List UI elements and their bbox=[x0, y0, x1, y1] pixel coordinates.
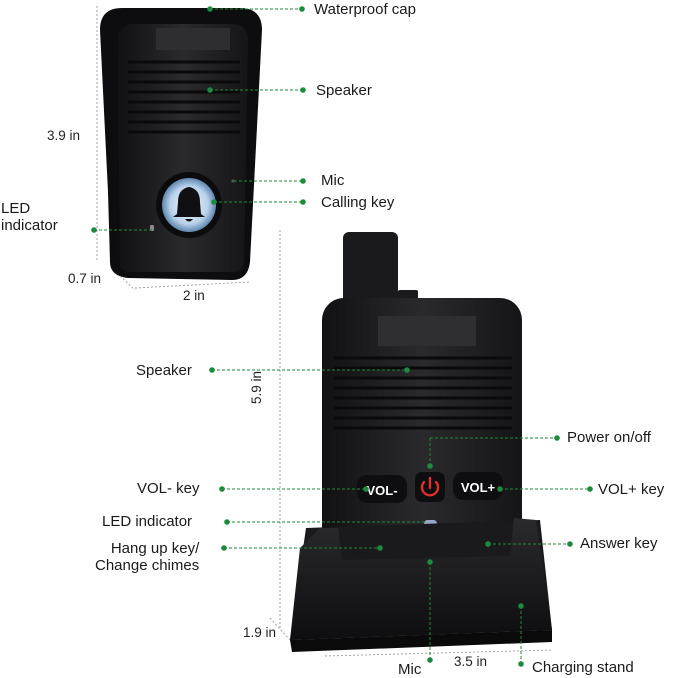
outdoor-unit bbox=[100, 8, 262, 280]
dim-stand-width: 3.5 in bbox=[454, 654, 488, 669]
label-charging-stand: Charging stand bbox=[532, 659, 634, 676]
leader-lines bbox=[94, 8, 590, 664]
label-speaker-receiver: Speaker bbox=[136, 362, 192, 379]
label-vol-minus-key: VOL- key bbox=[137, 480, 200, 497]
dimension-lines bbox=[96, 6, 553, 657]
label-answer-key: Answer key bbox=[580, 535, 658, 552]
bell-icon bbox=[173, 187, 205, 222]
dim-outdoor-height: 3.9 in bbox=[47, 128, 81, 143]
dim-outdoor-depth: 0.7 in bbox=[68, 271, 102, 286]
dim-receiver-height: 5.9 in bbox=[249, 370, 264, 404]
callout-dots bbox=[91, 6, 593, 667]
label-vol-plus-key: VOL+ key bbox=[598, 481, 665, 498]
label-speaker-outdoor: Speaker bbox=[316, 82, 372, 99]
label-led-indicator-receiver: LED indicator bbox=[102, 513, 193, 530]
receiver-clip bbox=[398, 290, 418, 300]
label-waterproof-cap: Waterproof cap bbox=[314, 1, 416, 18]
receiver-top-window bbox=[378, 316, 476, 346]
outdoor-speaker-grille bbox=[128, 60, 240, 134]
power-icon bbox=[420, 476, 440, 497]
vol-plus-label: VOL+ bbox=[461, 480, 496, 495]
dim-outdoor-width: 2 in bbox=[183, 288, 205, 303]
receiver-unit: VOL- VOL+ bbox=[322, 232, 522, 560]
label-power-onoff: Power on/off bbox=[567, 429, 651, 446]
vol-plus-button bbox=[453, 472, 503, 500]
vol-minus-label: VOL- bbox=[366, 483, 397, 498]
charging-stand bbox=[290, 518, 552, 652]
vol-minus-button bbox=[357, 475, 407, 503]
receiver-speaker-grille bbox=[334, 356, 512, 430]
outdoor-mic-hole bbox=[231, 179, 235, 183]
receiver-antenna bbox=[343, 232, 398, 312]
outdoor-top-window bbox=[156, 28, 230, 50]
label-hangup-key: Hang up key/ Change chimes bbox=[95, 540, 200, 574]
dim-stand-height: 1.9 in bbox=[243, 625, 277, 640]
label-mic-receiver: Mic bbox=[398, 661, 422, 678]
label-mic-outdoor: Mic bbox=[321, 172, 345, 189]
label-calling-key: Calling key bbox=[321, 194, 395, 211]
label-led-indicator-outdoor: LED indicator bbox=[1, 200, 58, 234]
